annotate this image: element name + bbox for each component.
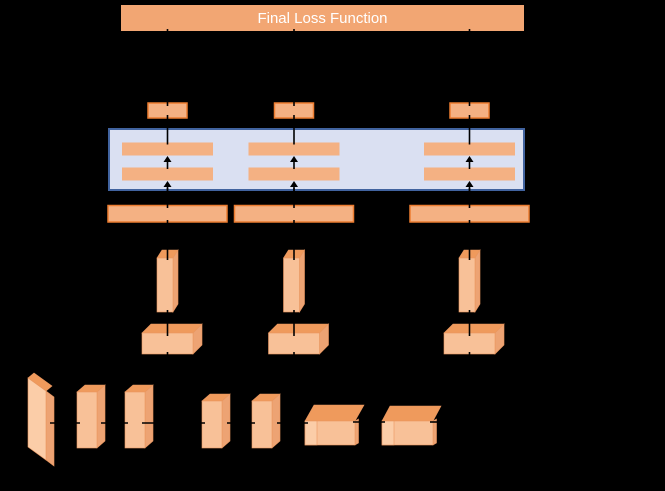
input-cube-1-left xyxy=(304,420,318,446)
feature-box-1 xyxy=(141,323,203,355)
input-cube-2 xyxy=(381,405,442,446)
input-slab-2 xyxy=(76,384,106,449)
feature-box-2-top xyxy=(267,323,330,334)
arrowhead-up xyxy=(290,156,298,162)
feature-slab-3 xyxy=(458,248,481,314)
input-slab-1-side xyxy=(45,390,55,467)
input-slab-1-front xyxy=(27,377,47,461)
input-slab-3-side xyxy=(144,384,154,449)
input-slab-5-side xyxy=(271,393,281,449)
feature-box-2 xyxy=(267,323,330,355)
feature-box-1-front xyxy=(141,332,194,355)
input-slab-2-side xyxy=(96,384,106,449)
input-cube-2-top xyxy=(381,405,442,422)
feature-slab-3-front xyxy=(458,257,476,313)
feature-box-1-top xyxy=(141,323,203,334)
lower-bar-col-1 xyxy=(122,167,213,181)
sequence-module-container xyxy=(108,128,525,191)
input-slab-4 xyxy=(201,393,231,449)
upper-bar-col-2 xyxy=(248,142,340,156)
feature-box-2-front xyxy=(268,332,320,355)
input-cube-1-top xyxy=(304,404,365,422)
upper-bar-col-3 xyxy=(424,142,515,156)
input-slab-2-front xyxy=(76,391,98,449)
input-cube-1 xyxy=(304,404,365,446)
arrowhead-up xyxy=(465,156,474,162)
final-loss-label: Final Loss Function xyxy=(257,10,387,27)
feature-box-3 xyxy=(443,323,505,355)
input-slab-4-front xyxy=(201,400,223,449)
input-slab-5-front xyxy=(251,400,273,449)
feature-box-3-front xyxy=(443,332,496,355)
arrowhead-up xyxy=(163,181,172,187)
input-slab-3 xyxy=(124,384,154,449)
input-slab-4-side xyxy=(221,393,231,449)
lower-bar-col-2 xyxy=(248,167,340,181)
feature-slab-2 xyxy=(282,248,306,314)
input-cube-1-side xyxy=(354,418,359,446)
feature-slab-3-side xyxy=(474,248,481,314)
input-cube-2-left xyxy=(381,420,395,446)
arrowhead-up xyxy=(465,181,474,187)
arrowhead-up xyxy=(163,156,172,162)
final-loss-bar xyxy=(121,5,524,31)
feature-slab-2-side xyxy=(299,248,305,314)
feature-box-3-top xyxy=(443,323,505,334)
input-slab-3-front xyxy=(124,391,146,449)
arrowhead-up xyxy=(290,181,298,187)
feature-slab-1-front xyxy=(156,257,174,313)
lower-bar-col-3 xyxy=(424,167,515,181)
input-cube-2-side xyxy=(432,418,437,446)
upper-bar-col-1 xyxy=(122,142,213,156)
feature-slab-2-front xyxy=(283,257,300,313)
input-slab-5 xyxy=(251,393,281,449)
feature-slab-1-side xyxy=(172,248,179,314)
input-slab-1 xyxy=(27,372,55,467)
